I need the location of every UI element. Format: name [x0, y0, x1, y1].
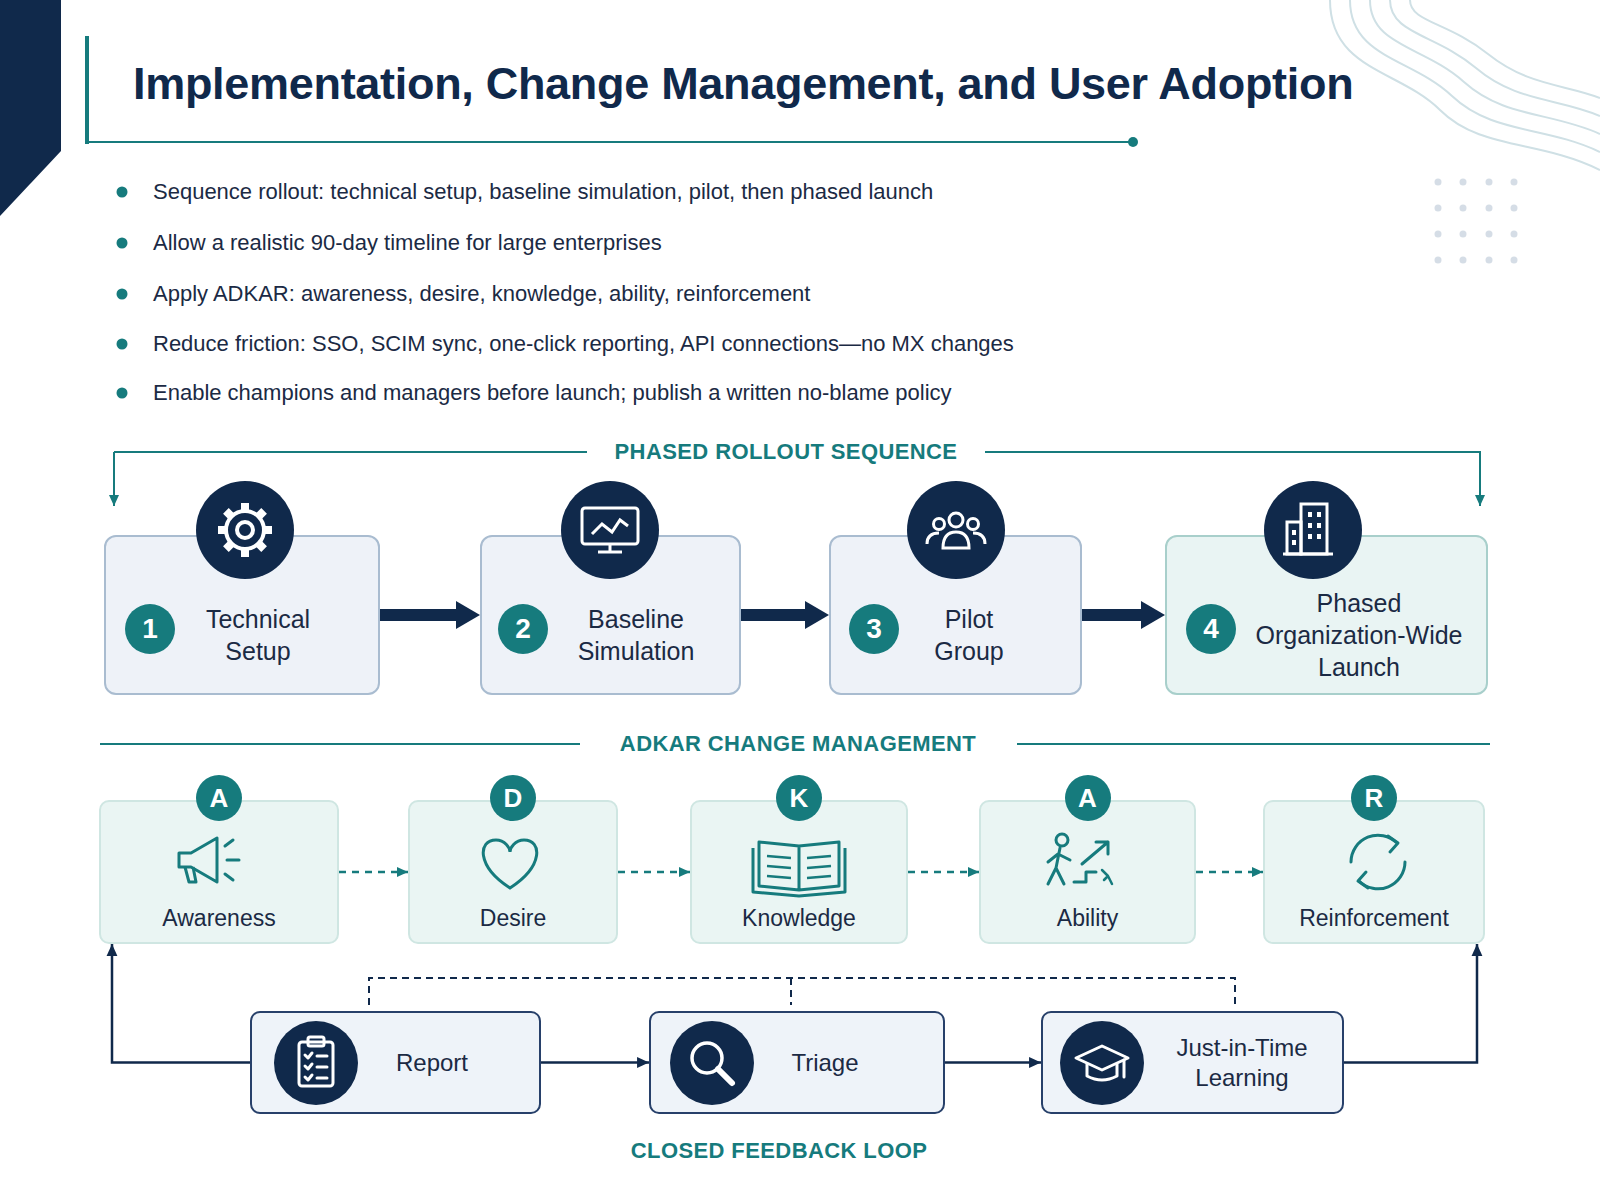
bullet-dot — [117, 339, 128, 350]
corner-accent — [0, 0, 61, 216]
rule-dot — [1128, 137, 1138, 147]
section-bracket — [114, 452, 587, 506]
adkar-box: AAwareness — [99, 800, 339, 944]
bullet-dot — [117, 238, 128, 249]
grid-dot — [1435, 231, 1442, 238]
title-bar — [85, 36, 89, 144]
grid-dot — [1435, 257, 1442, 264]
adkar-label: Ability — [981, 904, 1194, 932]
loop-arrow — [541, 1061, 649, 1064]
person-head — [968, 519, 979, 530]
section-rule — [1017, 743, 1490, 745]
adkar-box: DDesire — [408, 800, 618, 944]
section-rule — [100, 743, 580, 745]
adkar-label: Awareness — [101, 904, 337, 932]
step-number: 1 — [125, 604, 175, 654]
wave-line — [1330, 0, 1600, 170]
bullet-text: Apply ADKAR: awareness, desire, knowledg… — [153, 280, 1413, 308]
adkar-arrow — [908, 871, 979, 874]
section-heading: ADKAR CHANGE MANAGEMENT — [620, 730, 976, 758]
person-head — [949, 513, 963, 527]
title-rule — [87, 141, 1130, 143]
person-head — [934, 519, 945, 530]
wave-line — [1410, 0, 1600, 98]
bullet-text: Sequence rollout: technical setup, basel… — [153, 178, 1413, 206]
adkar-arrow — [1196, 871, 1263, 874]
bullet-text: Enable champions and managers before lau… — [153, 379, 1413, 407]
grid-dot — [1511, 205, 1518, 212]
grid-dot — [1511, 231, 1518, 238]
adkar-letter: A — [1065, 775, 1111, 821]
adkar-letter: D — [490, 775, 536, 821]
adkar-box: AAbility — [979, 800, 1196, 944]
feedback-box: Report — [250, 1011, 541, 1114]
grid-dot — [1511, 179, 1518, 186]
phase-box: 4Phased Organization-Wide Launch — [1165, 535, 1488, 695]
feedback-return-arrow — [1344, 944, 1477, 1063]
feedback-return-arrow — [112, 944, 250, 1063]
feedback-box: Triage — [649, 1011, 945, 1114]
step-number: 3 — [849, 604, 899, 654]
adkar-label: Reinforcement — [1265, 904, 1483, 932]
bullet-dot — [117, 388, 128, 399]
grid-dot — [1486, 231, 1493, 238]
bullet-dot — [117, 289, 128, 300]
loop-step-label: Triage — [730, 1013, 920, 1112]
grid-dot — [1511, 257, 1518, 264]
page-title: Implementation, Change Management, and U… — [133, 56, 1573, 112]
grid-dot — [1486, 257, 1493, 264]
section-bracket — [985, 452, 1480, 506]
grid-dot — [1486, 179, 1493, 186]
step-number: 4 — [1186, 604, 1236, 654]
adkar-letter: K — [776, 775, 822, 821]
adkar-arrow — [618, 871, 690, 874]
feedback-box: Just-in-Time Learning — [1041, 1011, 1344, 1114]
phase-box: 2Baseline Simulation — [480, 535, 741, 695]
adkar-letter: R — [1351, 775, 1397, 821]
grid-dot — [1460, 257, 1467, 264]
grid-dot — [1435, 205, 1442, 212]
section-heading: PHASED ROLLOUT SEQUENCE — [615, 438, 958, 466]
loop-step-label: Just-in-Time Learning — [1152, 1013, 1332, 1112]
step-number: 2 — [498, 604, 548, 654]
phase-box: 1Technical Setup — [104, 535, 380, 695]
phase-box: 3 Pilot Group — [829, 535, 1082, 695]
grid-dot — [1460, 179, 1467, 186]
phase-arrow — [1082, 609, 1165, 621]
corner-waves — [1330, 0, 1600, 170]
wave-line — [1370, 0, 1600, 134]
step-label: Phased Organization-Wide Launch — [1239, 581, 1479, 689]
grid-dot — [1486, 205, 1493, 212]
grid-dot — [1435, 179, 1442, 186]
wave-line — [1350, 0, 1600, 152]
adkar-box: KKnowledge — [690, 800, 908, 944]
adkar-label: Knowledge — [692, 904, 906, 932]
loop-arrow — [945, 1061, 1041, 1064]
bullet-dots — [117, 187, 128, 399]
grid-dot — [1460, 231, 1467, 238]
section-heading: CLOSED FEEDBACK LOOP — [631, 1137, 927, 1165]
loop-bracket — [369, 978, 1235, 1005]
phase-arrow — [380, 609, 480, 621]
loop-step-label: Report — [337, 1013, 527, 1112]
bullet-text: Reduce friction: SSO, SCIM sync, one-cli… — [153, 330, 1413, 358]
phase-arrow — [741, 609, 829, 621]
adkar-label: Desire — [410, 904, 616, 932]
step-label: Baseline Simulation — [551, 581, 721, 689]
step-label: Pilot Group — [914, 581, 1024, 689]
grid-dot — [1460, 205, 1467, 212]
dot-grid — [1435, 179, 1518, 264]
monitor-chart — [592, 520, 628, 534]
adkar-arrow — [339, 871, 408, 874]
bullet-text: Allow a realistic 90-day timeline for la… — [153, 229, 1413, 257]
adkar-box: RReinforcement — [1263, 800, 1485, 944]
step-label: Technical Setup — [183, 581, 333, 689]
bullet-dot — [117, 187, 128, 198]
adkar-letter: A — [196, 775, 242, 821]
wave-line — [1390, 0, 1600, 116]
